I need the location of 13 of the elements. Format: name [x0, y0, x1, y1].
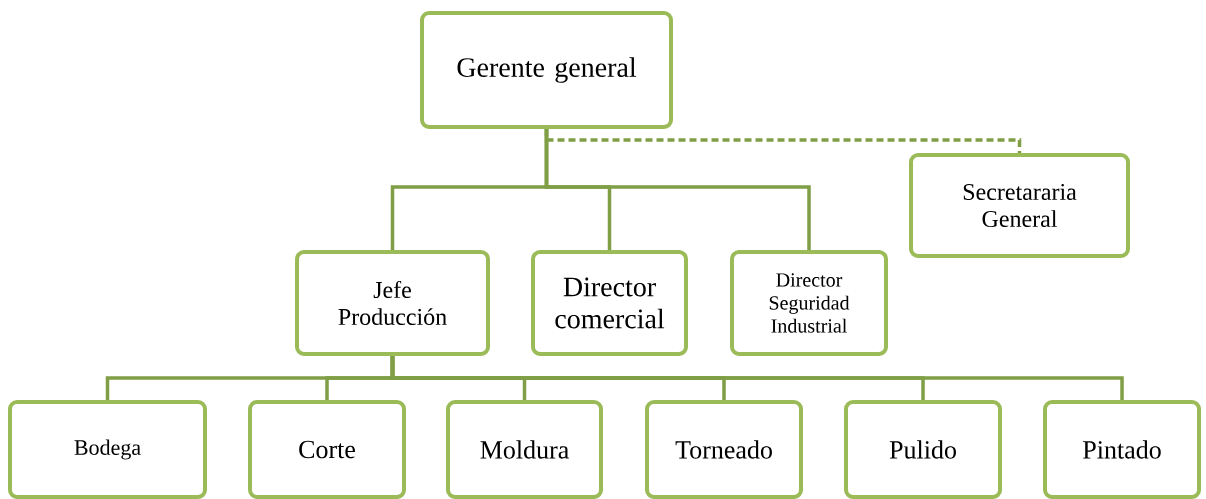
org-box: Pulido	[844, 400, 1002, 499]
org-box: Director Seguridad Industrial	[730, 250, 888, 356]
org-box: Gerente general	[420, 11, 673, 129]
connector-line	[390, 356, 1124, 400]
org-box: Secretararia General	[909, 153, 1130, 258]
org-box: Corte	[248, 400, 406, 499]
connector-line	[544, 129, 811, 250]
org-box: Pintado	[1043, 400, 1201, 499]
org-box: Bodega	[8, 400, 207, 499]
org-box: Director comercial	[531, 250, 688, 356]
org-box: Jefe Producción	[295, 250, 490, 356]
org-box: Moldura	[446, 400, 603, 499]
org-box: Torneado	[645, 400, 803, 499]
